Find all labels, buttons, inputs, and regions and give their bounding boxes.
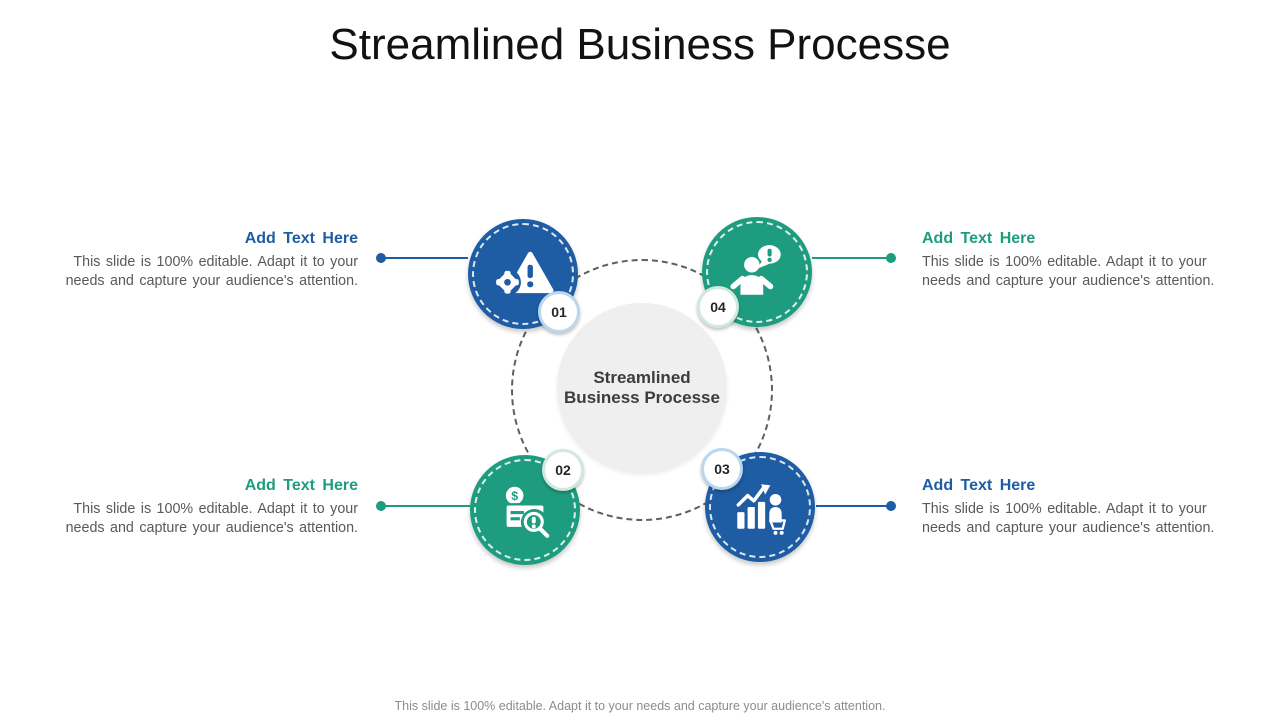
callout-body-line1: This slide is 100% editable. Adapt it to… [922, 254, 1207, 270]
slide-footer-note: This slide is 100% editable. Adapt it to… [394, 699, 886, 713]
connector-dot-top-left [376, 253, 386, 263]
callout-body-line2: needs and capture your audience's attent… [922, 519, 1215, 536]
callout-body-line1: This slide is 100% editable. Adapt it to… [73, 501, 358, 517]
dashed-connector-ring [511, 259, 773, 521]
center-circle: Streamlined Business Processe [557, 303, 727, 473]
center-title-line2: Business Processe [564, 388, 720, 407]
step-number-badge-03: 03 [701, 448, 743, 490]
growth-cart-icon [736, 484, 786, 535]
callout-body-line2: needs and capture your audience's attent… [65, 519, 358, 536]
callout-heading: Add Text Here [244, 477, 358, 494]
customer-question-icon [730, 245, 781, 295]
step-circle-02: $ 02 [470, 449, 584, 565]
center-title-line1: Streamlined [593, 368, 691, 387]
callout-body-line1: This slide is 100% editable. Adapt it to… [73, 254, 358, 270]
step-circle-03: 03 [701, 448, 815, 562]
connector-line-bottom-left [381, 505, 471, 507]
callout-bottom-right: Add Text Here This slide is 100% editabl… [922, 477, 1222, 537]
connector-dot-top-right [886, 253, 896, 263]
callout-top-left: Add Text Here This slide is 100% editabl… [58, 230, 358, 290]
step-circle-04: 04 [697, 217, 812, 328]
callout-heading: Add Text Here [244, 230, 358, 247]
slide-title: Streamlined Business Processe [329, 20, 951, 69]
step-circle-01: 01 [468, 219, 580, 333]
callout-body-line2: needs and capture your audience's attent… [922, 272, 1215, 289]
callout-top-right: Add Text Here This slide is 100% editabl… [922, 230, 1222, 290]
warning-gear-icon [494, 251, 554, 296]
connector-dot-bottom-right [886, 501, 896, 511]
connector-line-top-right [812, 257, 891, 259]
callout-heading: Add Text Here [922, 230, 1036, 247]
connector-dot-bottom-left [376, 501, 386, 511]
callout-heading: Add Text Here [922, 477, 1036, 494]
callout-body-line1: This slide is 100% editable. Adapt it to… [922, 501, 1207, 517]
step-number-badge-02: 02 [542, 449, 584, 491]
payment-audit-icon: $ [504, 486, 550, 538]
svg-text:$: $ [511, 489, 518, 503]
step-number-badge-04: 04 [697, 286, 739, 328]
connector-line-top-left [381, 257, 468, 259]
step-number-badge-01: 01 [538, 291, 580, 333]
connector-line-bottom-right [816, 505, 891, 507]
callout-body-line2: needs and capture your audience's attent… [65, 272, 358, 289]
callout-bottom-left: Add Text Here This slide is 100% editabl… [58, 477, 358, 537]
